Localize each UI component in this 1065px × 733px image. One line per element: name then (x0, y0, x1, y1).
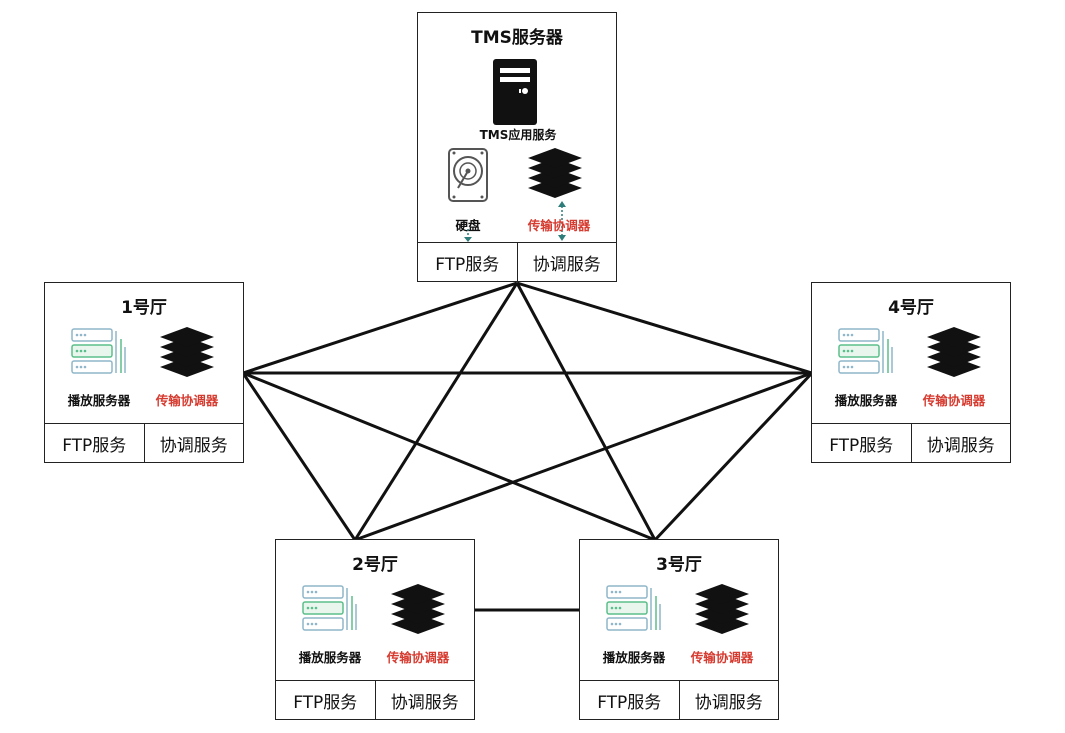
hall-2-node: 2号厅 播放服务器 传输协调器 FTP服务 协调服务 (275, 539, 475, 720)
hall-3-title: 3号厅 (656, 555, 702, 575)
coordinator-label: 传输协调器 (922, 393, 986, 408)
coord-service-cell: 协调服务 (678, 681, 779, 719)
hall-service-row: FTP服务 协调服务 (812, 423, 1010, 462)
layers-stack-icon (158, 327, 216, 383)
playback-server-label: 播放服务器 (602, 650, 666, 665)
coord-service-cell: 协调服务 (143, 424, 244, 462)
tms-coordinator-label: 传输协调器 (527, 218, 591, 233)
ftp-service-cell: FTP服务 (597, 692, 662, 713)
playback-server-label: 播放服务器 (67, 393, 131, 408)
hall-4-title: 4号厅 (888, 298, 934, 318)
hall-1-title: 1号厅 (121, 298, 167, 318)
link-hall1-hall3 (242, 371, 656, 542)
coordinator-arrow-icon (556, 201, 568, 245)
link-tms-hall4 (516, 281, 813, 375)
hall-service-row: FTP服务 协调服务 (276, 680, 474, 719)
playback-server-label: 播放服务器 (298, 650, 362, 665)
hard-disk-icon (448, 148, 488, 206)
link-hall4-hall2 (354, 371, 813, 542)
playback-server-icon (838, 327, 894, 381)
coord-service-cell: 协调服务 (374, 681, 475, 719)
ftp-service-cell: FTP服务 (829, 435, 894, 456)
coordinator-label: 传输协调器 (690, 650, 754, 665)
hall-service-row: FTP服务 协调服务 (45, 423, 243, 462)
playback-server-icon (606, 584, 662, 638)
hall-3-node: 3号厅 播放服务器 传输协调器 FTP服务 协调服务 (579, 539, 779, 720)
ftp-service-cell: FTP服务 (293, 692, 358, 713)
hall-4-node: 4号厅 播放服务器 传输协调器 FTP服务 协调服务 (811, 282, 1011, 463)
link-tms-hall1 (242, 281, 518, 375)
link-tms-hall3 (515, 282, 657, 541)
layers-stack-icon (925, 327, 983, 383)
layers-stack-icon (693, 584, 751, 640)
disk-label: 硬盘 (455, 218, 481, 233)
layers-stack-icon (526, 148, 584, 204)
ftp-service-cell: FTP服务 (62, 435, 127, 456)
server-tower-icon (493, 59, 537, 129)
disk-arrow-icon (462, 228, 474, 247)
playback-server-label: 播放服务器 (834, 393, 898, 408)
tms-service-row: FTP服务 协调服务 (418, 242, 616, 281)
coordinator-label: 传输协调器 (155, 393, 219, 408)
playback-server-icon (302, 584, 358, 638)
tms-server-node: TMS服务器 TMS应用服务 硬盘 (417, 12, 617, 282)
link-hall1-hall2 (241, 372, 357, 541)
tms-app-label: TMS应用服务 (479, 128, 557, 142)
coordinator-label: 传输协调器 (386, 650, 450, 665)
coord-service-cell: 协调服务 (516, 243, 617, 281)
hall-1-node: 1号厅 播放服务器 传输协调器 FTP服务 协调服务 (44, 282, 244, 463)
playback-server-icon (71, 327, 127, 381)
hall-service-row: FTP服务 协调服务 (580, 680, 778, 719)
ftp-service-cell: FTP服务 (435, 254, 500, 275)
coord-service-cell: 协调服务 (910, 424, 1011, 462)
hall-2-title: 2号厅 (352, 555, 398, 575)
link-tms-hall2 (353, 282, 519, 541)
link-hall4-hall3 (653, 371, 814, 542)
tms-server-title: TMS服务器 (471, 28, 563, 48)
layers-stack-icon (389, 584, 447, 640)
